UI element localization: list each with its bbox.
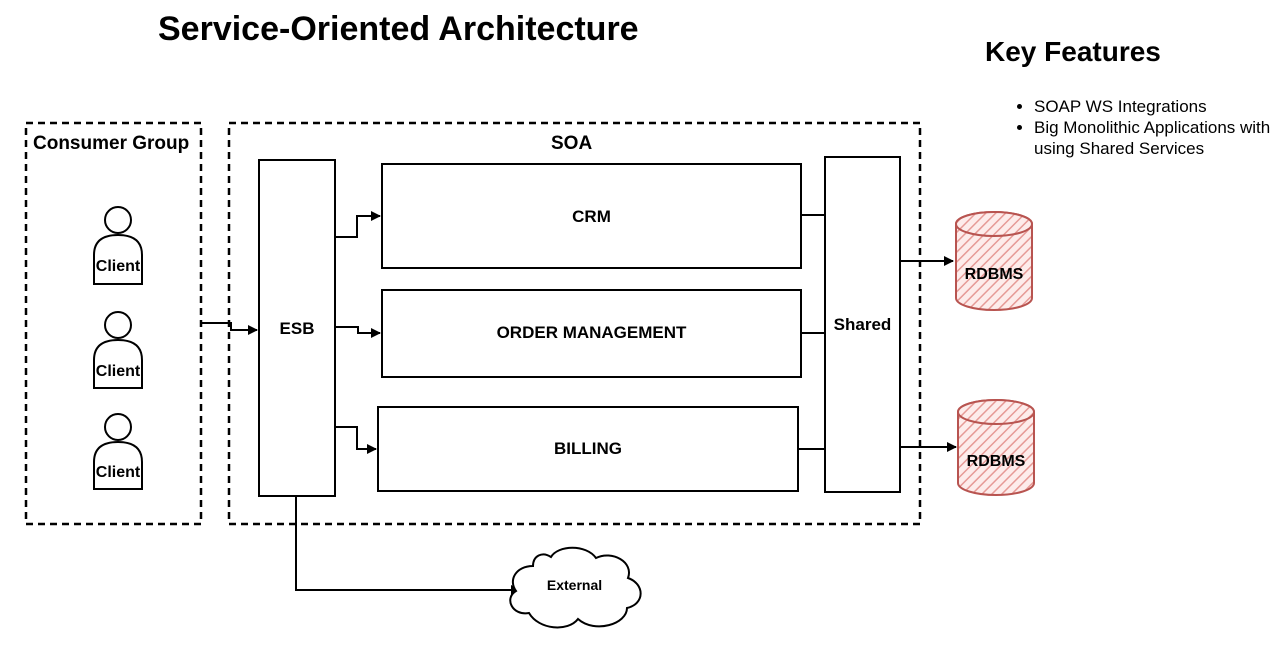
page-title: Service-Oriented Architecture <box>158 10 639 48</box>
external-cloud-icon <box>509 546 642 629</box>
rdbms-label: RDBMS <box>966 453 1026 470</box>
rdbms-label: RDBMS <box>964 266 1024 283</box>
crm-box <box>381 163 802 269</box>
key-features-title: Key Features <box>985 36 1161 67</box>
external-label: External <box>546 577 603 593</box>
billing-label: BILLING <box>554 439 622 458</box>
client-label: Client <box>95 464 141 481</box>
shared-box <box>824 156 901 493</box>
billing-box <box>377 406 799 492</box>
crm-label: CRM <box>572 207 611 226</box>
esb-to-billing-arrow <box>335 426 377 454</box>
esb-to-crm-arrow <box>335 211 381 238</box>
rdbms-2-icon <box>957 399 1035 496</box>
client-2-icon <box>93 311 143 389</box>
consumer-to-esb-arrow <box>201 322 258 335</box>
key-feature-item: Big Monolithic Applications with using S… <box>1034 117 1273 159</box>
esb-label: ESB <box>279 319 315 338</box>
shared-label: Shared <box>833 315 892 334</box>
rdbms-1-icon <box>955 211 1033 311</box>
key-feature-item: SOAP WS Integrations <box>1034 96 1273 117</box>
client-3-icon <box>93 413 143 490</box>
soa-label: SOA <box>551 133 593 154</box>
esb-to-order-arrow <box>335 326 381 338</box>
order-management-box <box>381 289 802 378</box>
key-features-list: SOAP WS Integrations Big Monolithic Appl… <box>1016 96 1273 159</box>
client-label: Client <box>95 363 141 380</box>
order-management-label: ORDER MANAGEMENT <box>496 323 687 342</box>
client-1-icon <box>93 206 143 285</box>
esb-to-external-arrow <box>295 496 521 595</box>
consumer-group-label: Consumer Group <box>33 133 190 154</box>
client-label: Client <box>95 258 141 275</box>
